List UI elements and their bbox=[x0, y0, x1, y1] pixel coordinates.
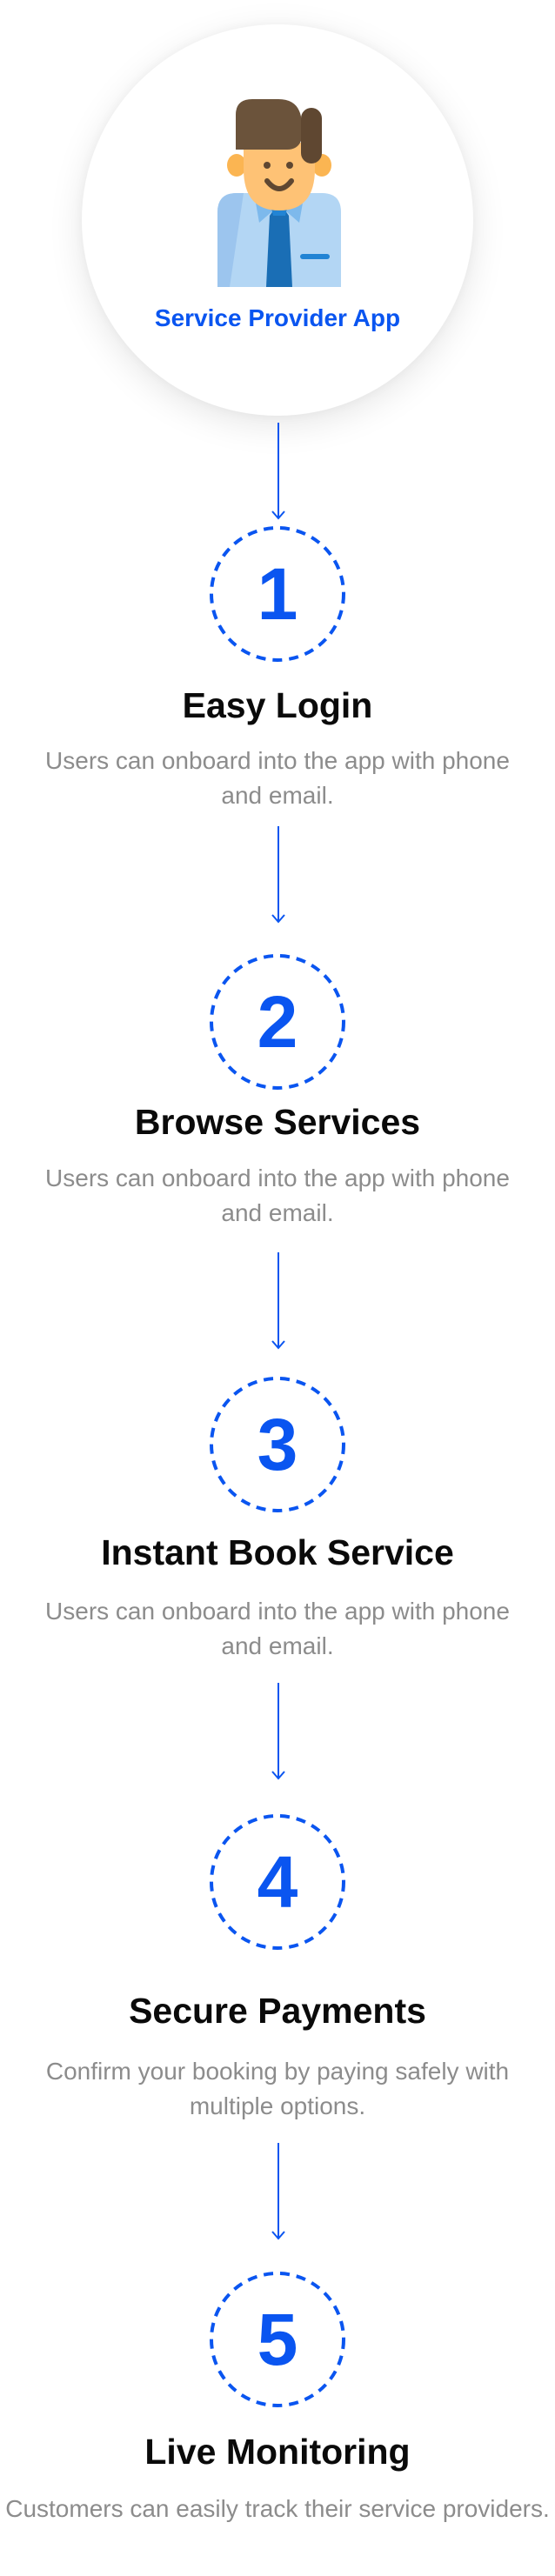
arrow-down-icon bbox=[271, 2143, 285, 2240]
step-number: 4 bbox=[257, 1841, 298, 1923]
step-description: Users can onboard into the app with phon… bbox=[45, 1165, 510, 1226]
dashed-circle-icon bbox=[210, 1814, 345, 1950]
step-number-badge: 1 bbox=[209, 525, 346, 663]
step-number-badge: 5 bbox=[209, 2271, 346, 2408]
step-description: Customers can easily track their service… bbox=[5, 2495, 550, 2522]
step-number: 3 bbox=[257, 1404, 298, 1485]
step-description: Users can onboard into the app with phon… bbox=[45, 747, 510, 809]
step-number: 1 bbox=[257, 553, 298, 635]
dashed-circle-icon bbox=[210, 2272, 345, 2407]
step-number: 2 bbox=[257, 981, 298, 1063]
step-title: Browse Services bbox=[134, 1102, 421, 1142]
step-title: Instant Book Service bbox=[101, 1532, 454, 1572]
step-number-badge: 4 bbox=[209, 1813, 346, 1951]
arrow-down-icon bbox=[271, 1252, 285, 1350]
step-number-badge: 3 bbox=[209, 1376, 346, 1513]
step-title: Secure Payments bbox=[129, 1991, 426, 2031]
arrow-down-icon bbox=[271, 1683, 285, 1780]
service-provider-card: Service Provider App bbox=[82, 24, 473, 416]
step-description: Confirm your booking by paying safely wi… bbox=[45, 2058, 510, 2119]
step-description: Users can onboard into the app with phon… bbox=[45, 1598, 510, 1659]
service-provider-avatar-icon bbox=[217, 99, 341, 287]
arrow-down-icon bbox=[271, 423, 285, 520]
dashed-circle-icon bbox=[210, 526, 345, 662]
step-number: 5 bbox=[257, 2299, 298, 2380]
step-number-badge: 2 bbox=[209, 953, 346, 1091]
arrow-down-icon bbox=[271, 826, 285, 924]
step-title: Easy Login bbox=[182, 685, 373, 725]
hero-title: Service Provider App bbox=[154, 304, 401, 331]
dashed-circle-icon bbox=[210, 1377, 345, 1512]
step-title: Live Monitoring bbox=[144, 2432, 411, 2472]
dashed-circle-icon bbox=[210, 954, 345, 1090]
